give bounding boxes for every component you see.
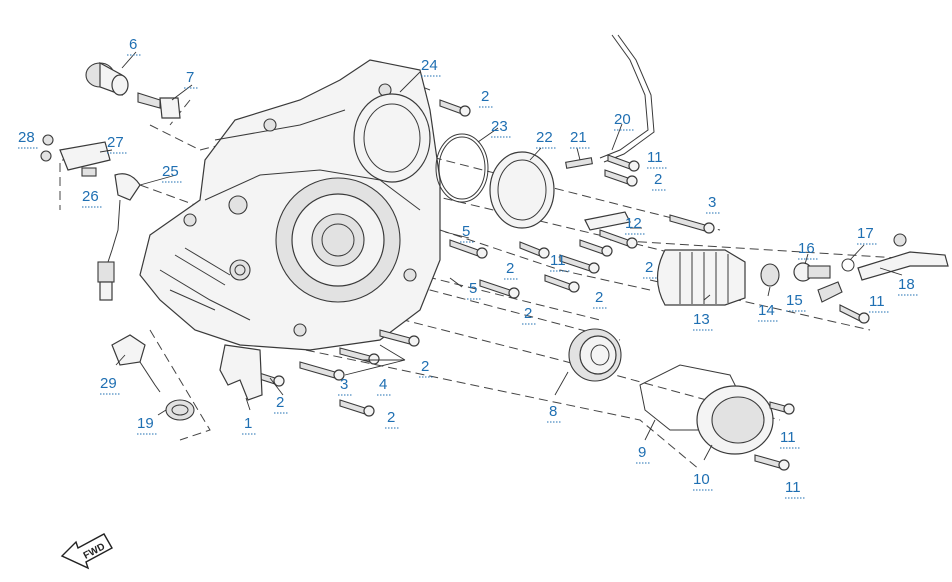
callout-3: 3 xyxy=(340,376,348,393)
screw-28 xyxy=(40,134,54,162)
callout-13: 13 xyxy=(693,311,710,328)
callout-6: 6 xyxy=(129,36,137,53)
guard-1 xyxy=(219,344,263,401)
callout-9: 9 xyxy=(638,444,646,461)
callout-3: 3 xyxy=(708,194,716,211)
callout-15: 15 xyxy=(786,292,803,309)
boot-13 xyxy=(656,249,746,306)
callout-19: 19 xyxy=(137,415,154,432)
callout-labels: 6 7 28 27 26 25 24 2 23 22 21 20 11 2 3 … xyxy=(18,36,918,499)
callout-27: 27 xyxy=(107,134,124,151)
callout-1: 1 xyxy=(244,415,252,432)
callout-7: 7 xyxy=(186,69,194,86)
clip-17 xyxy=(841,258,855,272)
hose-18 xyxy=(857,233,949,281)
callout-14: 14 xyxy=(758,302,775,319)
callout-2: 2 xyxy=(645,259,653,276)
pin-21 xyxy=(565,157,593,169)
callout-10: 10 xyxy=(693,471,710,488)
fwd-arrow-icon: FWD xyxy=(60,533,113,570)
callout-23: 23 xyxy=(491,118,508,135)
callout-2: 2 xyxy=(387,409,395,426)
callout-29: 29 xyxy=(100,375,117,392)
callout-11: 11 xyxy=(780,429,796,446)
cover-10 xyxy=(696,385,774,455)
callout-2: 2 xyxy=(421,358,429,375)
clutch-housing-ring xyxy=(353,93,431,183)
sensor-26 xyxy=(81,167,141,301)
callout-11: 11 xyxy=(647,149,663,166)
fitting-16 xyxy=(793,262,831,282)
gasket-23 xyxy=(435,133,489,203)
callout-28: 28 xyxy=(18,129,35,146)
callout-12: 12 xyxy=(625,215,642,232)
callout-5: 5 xyxy=(469,280,477,297)
clamp-14 xyxy=(760,263,780,287)
plate-12 xyxy=(584,211,631,231)
callout-25: 25 xyxy=(162,163,179,180)
callout-2: 2 xyxy=(595,289,603,306)
callout-8: 8 xyxy=(549,403,557,420)
callout-11: 11 xyxy=(550,252,566,269)
callout-21: 21 xyxy=(570,129,587,146)
callout-4: 4 xyxy=(379,376,387,393)
callout-2: 2 xyxy=(481,88,489,105)
callout-17: 17 xyxy=(857,225,874,242)
washer-19 xyxy=(165,399,195,421)
callout-2: 2 xyxy=(654,171,662,188)
callout-2: 2 xyxy=(524,305,532,322)
bracket-15 xyxy=(817,281,843,303)
callout-18: 18 xyxy=(898,276,915,293)
callout-11: 11 xyxy=(869,293,885,310)
bearing-8 xyxy=(568,328,622,382)
breather-tube-20 xyxy=(599,34,655,163)
callout-16: 16 xyxy=(798,240,815,257)
callout-22: 22 xyxy=(536,129,553,146)
callout-2: 2 xyxy=(506,260,514,277)
callout-20: 20 xyxy=(614,111,631,128)
callout-5: 5 xyxy=(462,223,470,240)
bracket-27 xyxy=(59,141,111,171)
callout-24: 24 xyxy=(421,57,438,74)
leader-lines xyxy=(99,51,903,461)
cap-6 xyxy=(85,61,129,96)
dipstick-29 xyxy=(111,334,161,393)
callout-2: 2 xyxy=(276,394,284,411)
callout-26: 26 xyxy=(82,188,99,205)
cover-22 xyxy=(489,151,555,229)
callout-11: 11 xyxy=(785,479,801,496)
